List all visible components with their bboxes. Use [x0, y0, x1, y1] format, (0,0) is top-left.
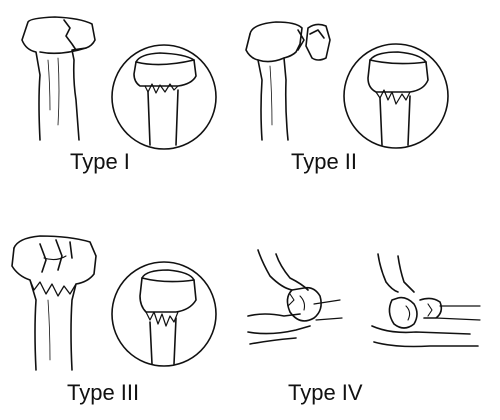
type1-fracture-line	[63, 19, 77, 51]
type4-right-fracture-line	[427, 303, 433, 317]
type4-right-humeral-condyle	[388, 296, 418, 329]
caption-type-4: Type IV	[288, 380, 363, 405]
type2-bone-drawing	[245, 21, 331, 141]
caption-type-1: Type I	[70, 149, 130, 174]
type1-magnified-inset	[111, 44, 217, 150]
type4-right-radial-head	[419, 297, 443, 319]
caption-type-3: Type III	[67, 380, 140, 405]
caption-type-2: Type II	[291, 149, 358, 174]
type3-bone-drawing	[11, 235, 97, 371]
type2-fracture-line	[297, 29, 305, 51]
type3-inset-fracture	[145, 311, 179, 327]
type3-comminuted-lines	[39, 239, 73, 273]
type4-left-dislocation-line	[287, 293, 295, 307]
type2-displaced-fragment	[305, 23, 331, 61]
type4-right-elbow-drawing	[371, 253, 481, 348]
type4-left-elbow-drawing	[247, 249, 343, 345]
type1-inset-fracture	[144, 83, 179, 94]
type1-bone-drawing	[21, 16, 96, 141]
type4-left-humeral-condyle	[286, 286, 322, 322]
type3-fracture-line	[29, 279, 77, 297]
type3-magnified-inset	[111, 261, 217, 367]
type2-magnified-inset	[343, 43, 449, 149]
type2-inset-fracture	[375, 89, 411, 105]
